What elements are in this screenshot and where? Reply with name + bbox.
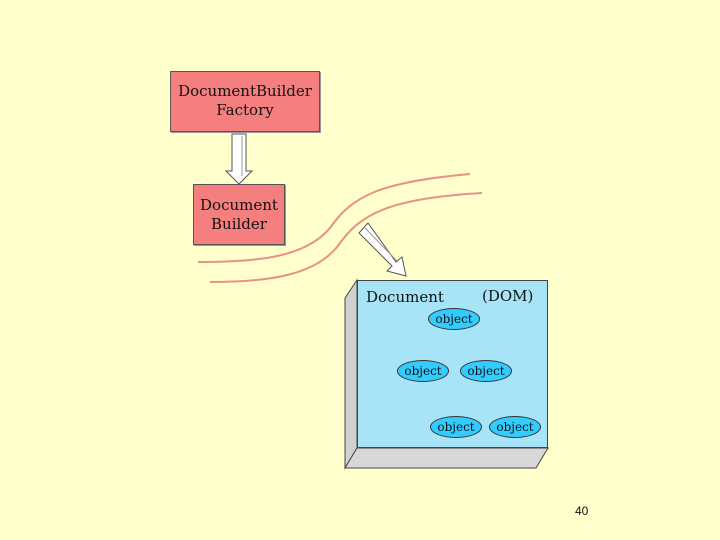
page-number: 40 — [575, 504, 589, 518]
builder-label-line1: Document — [200, 196, 278, 214]
tree-node-root: object — [428, 308, 480, 330]
dom-box-left-face — [344, 278, 358, 470]
dom-title-document: Document — [366, 288, 444, 306]
tree-node-left: object — [397, 360, 449, 382]
tree-node-right: object — [460, 360, 512, 382]
dom-title-dom: (DOM) — [482, 287, 534, 305]
builder-label-line2: Builder — [211, 215, 267, 233]
dom-box-bottom-face — [344, 447, 549, 469]
factory-label-line1: DocumentBuilder — [178, 82, 312, 100]
arrow-down-icon — [224, 133, 254, 185]
wave-line-upper — [197, 173, 471, 263]
tree-node-leaf-right: object — [489, 416, 541, 438]
wave-line-lower — [209, 192, 483, 283]
arrow-diagonal-icon — [358, 222, 407, 277]
document-builder-factory-box: DocumentBuilder Factory — [170, 71, 320, 132]
tree-node-leaf-left: object — [430, 416, 482, 438]
factory-label-line2: Factory — [216, 101, 274, 119]
document-builder-box: Document Builder — [193, 184, 285, 245]
